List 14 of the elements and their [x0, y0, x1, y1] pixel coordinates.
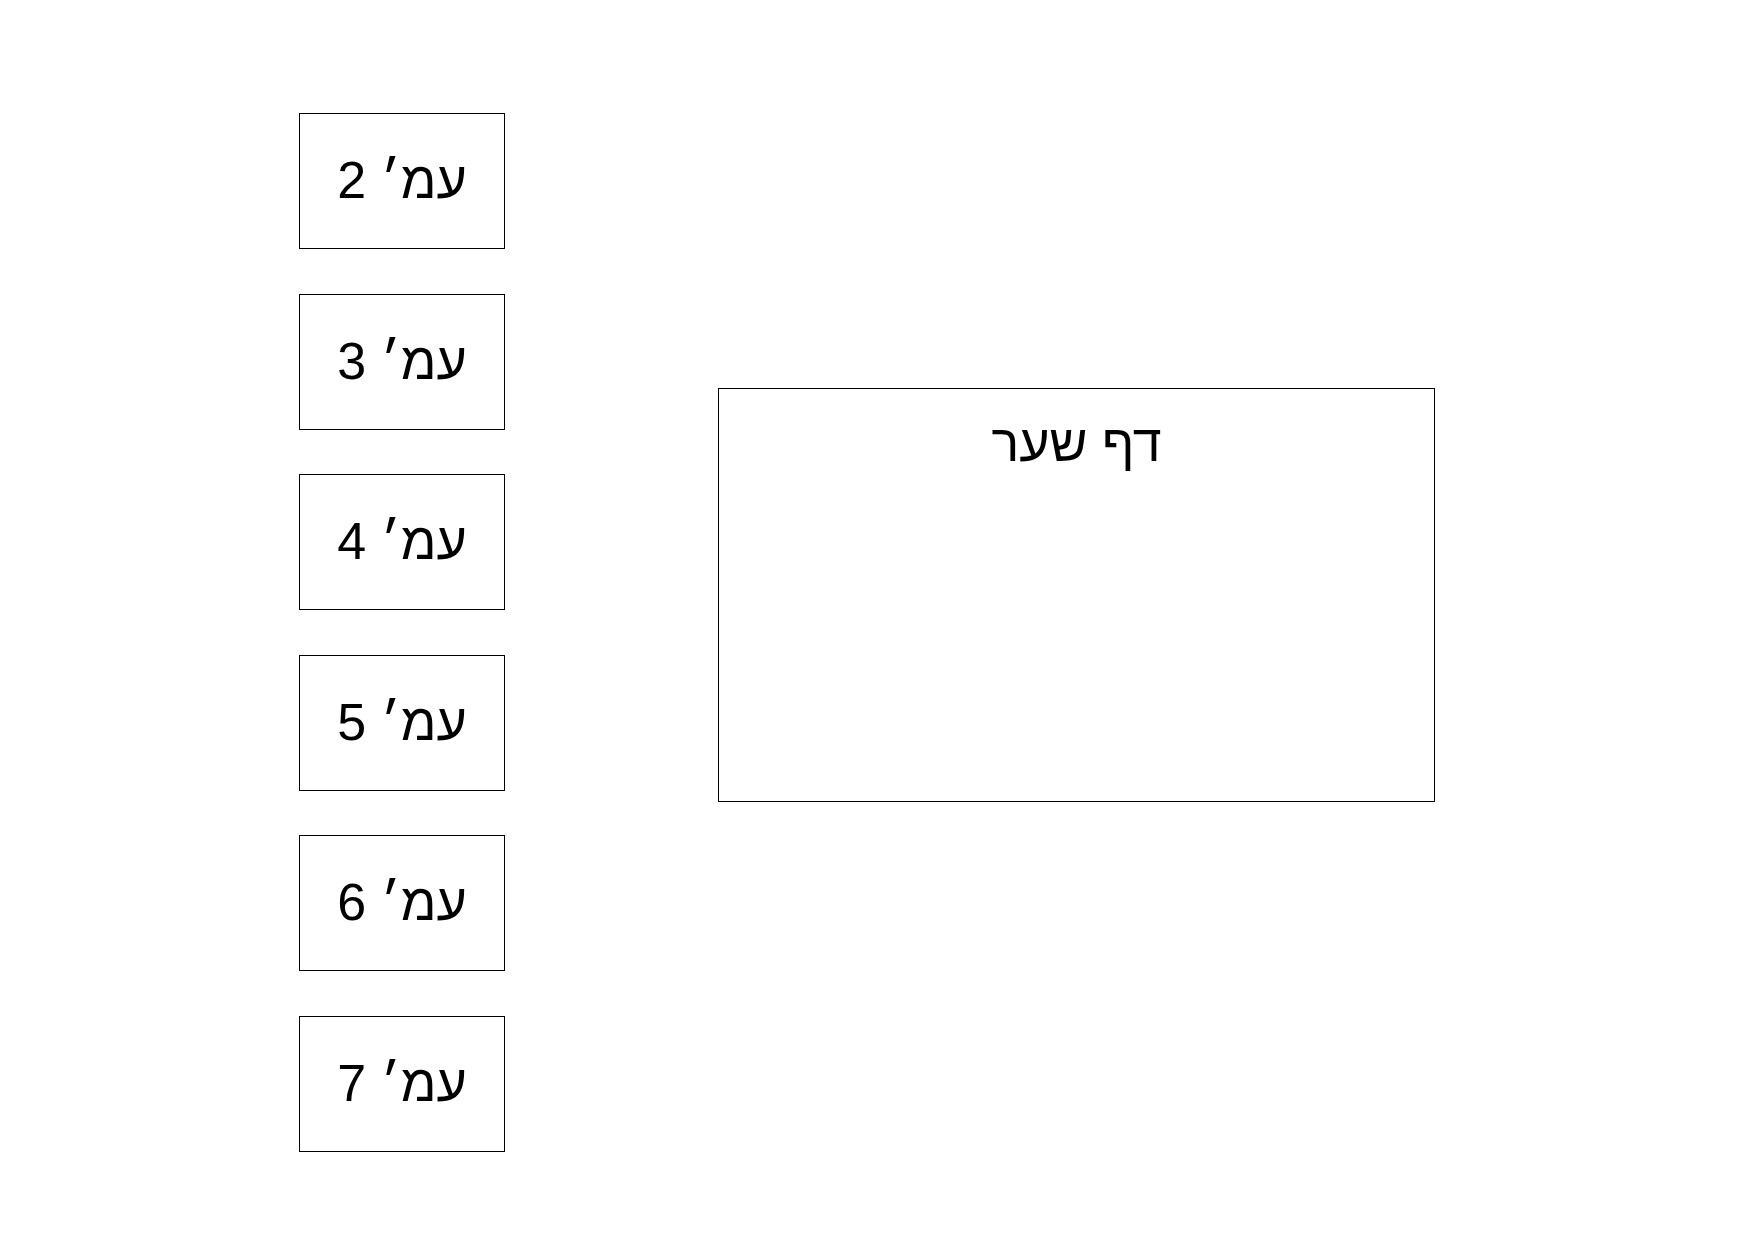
box-label: עמ׳ 6 — [337, 874, 467, 932]
box-label: עמ׳ 2 — [337, 152, 467, 210]
box-label: עמ׳ 5 — [337, 693, 467, 752]
page-box — [299, 1015, 505, 1152]
title-page-box — [718, 388, 1435, 802]
page-box — [299, 654, 505, 791]
box-label: עמ׳ 4 — [337, 513, 467, 571]
page-box — [299, 293, 505, 430]
box-label: דף שער — [991, 415, 1162, 473]
page-box — [299, 474, 505, 610]
page-box — [299, 835, 505, 971]
box-label: עמ׳ 7 — [337, 1054, 467, 1113]
box-label: עמ׳ 3 — [337, 332, 467, 391]
page-box — [299, 113, 505, 249]
